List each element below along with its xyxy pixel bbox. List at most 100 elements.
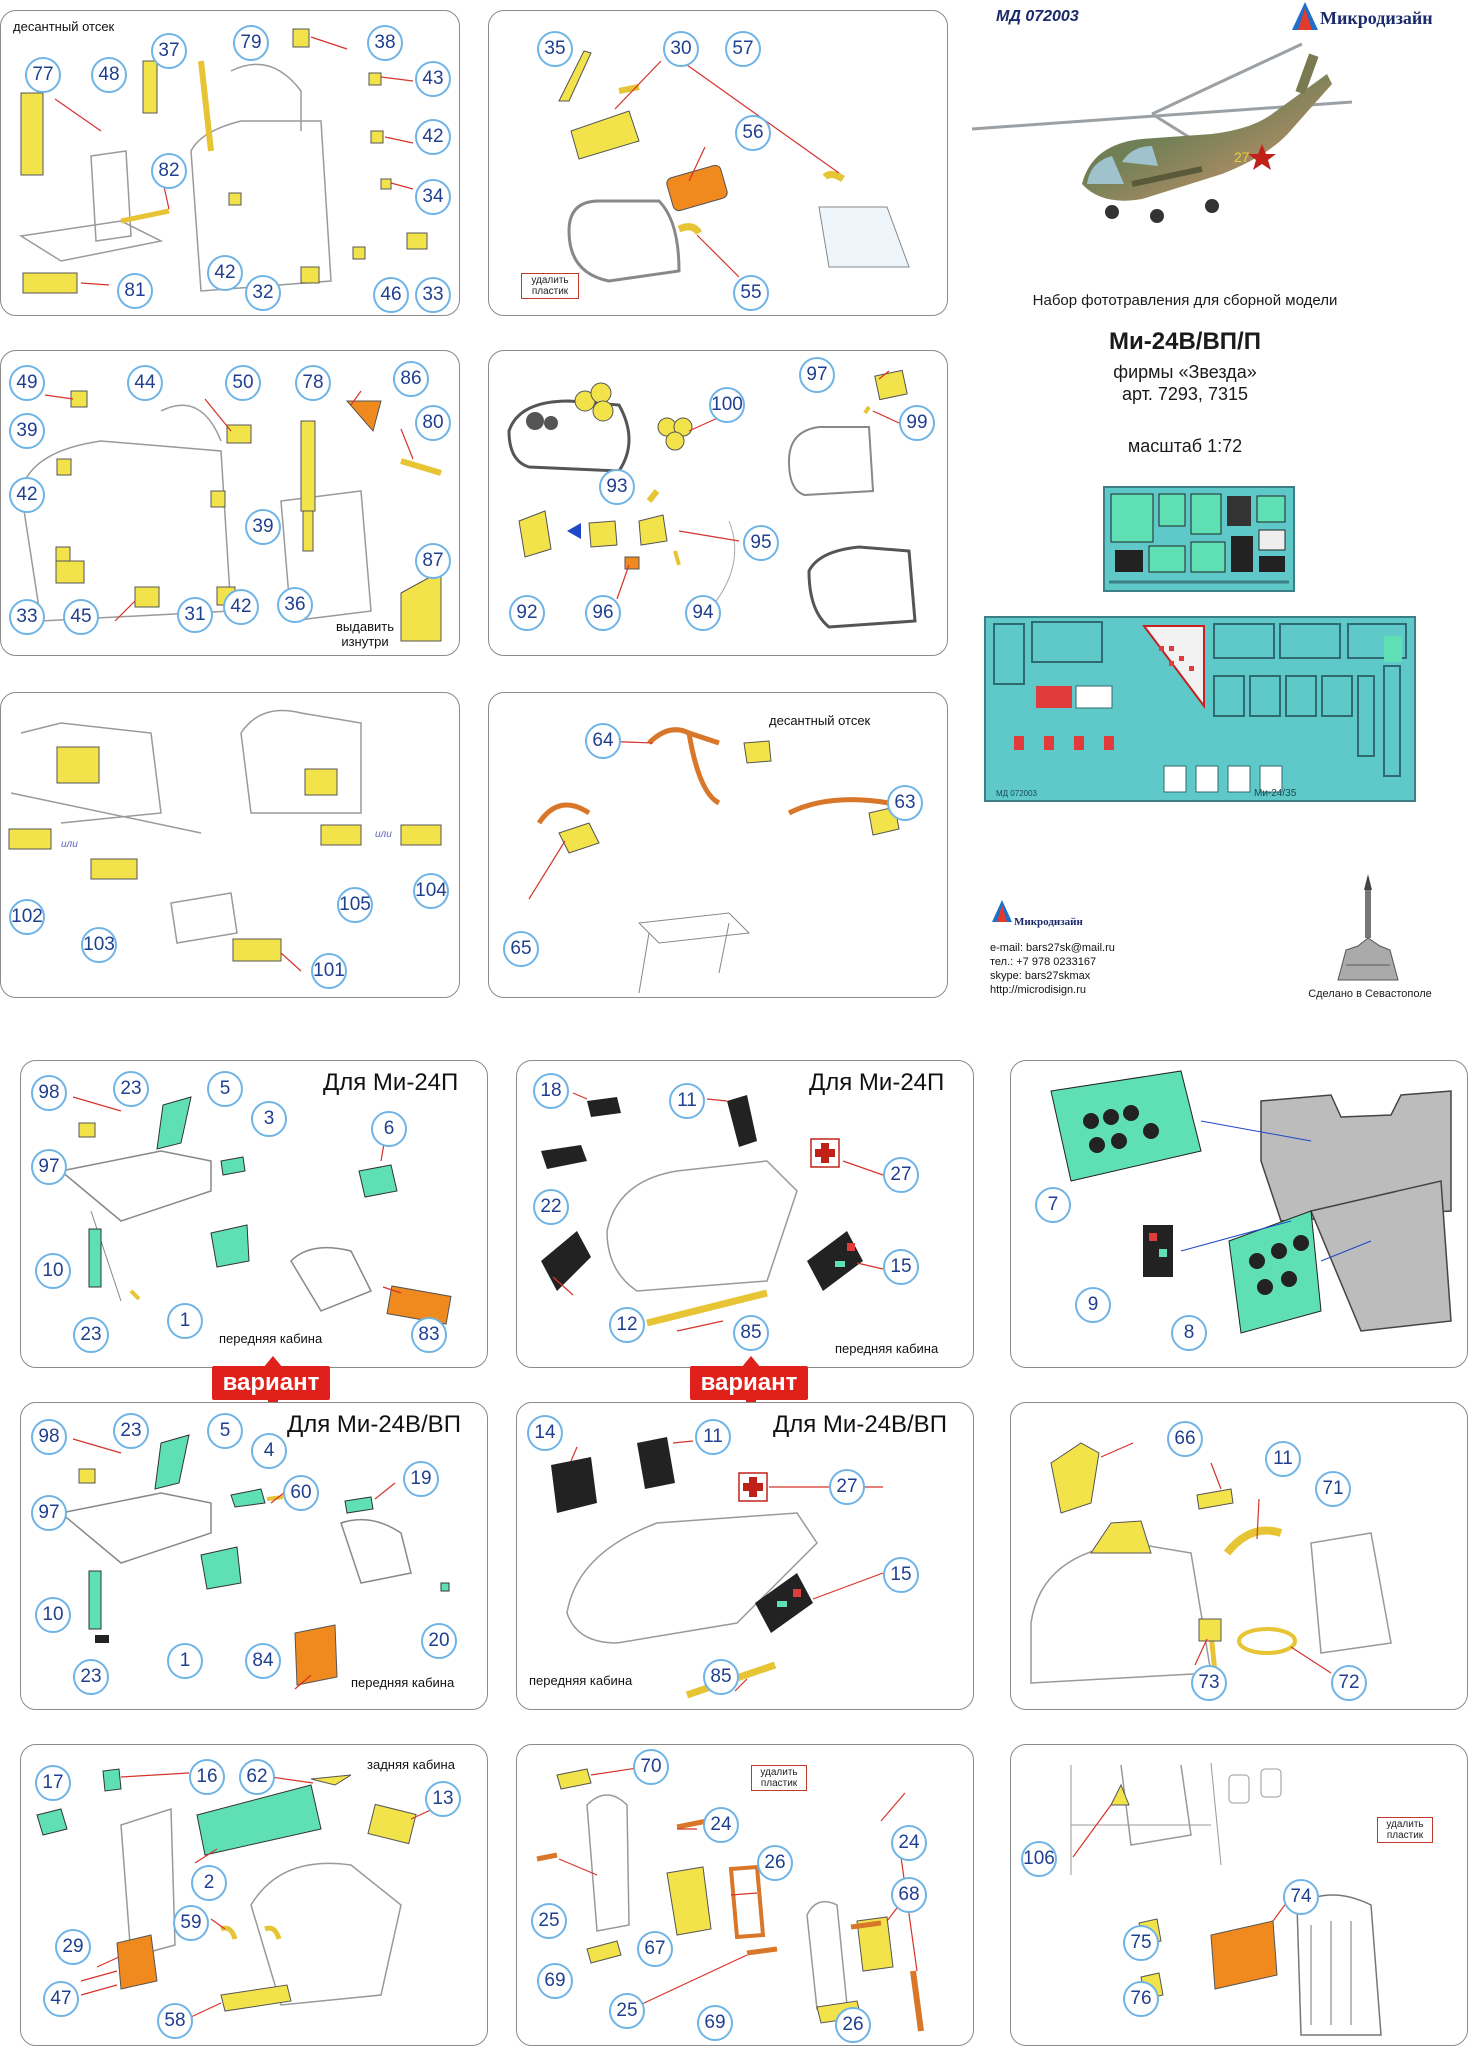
callout-23b: 23 bbox=[73, 1659, 109, 1695]
callout-62: 62 bbox=[239, 1759, 275, 1795]
sheet2-name-text: Ми-24/35 bbox=[1254, 788, 1297, 799]
callout-32: 32 bbox=[245, 275, 281, 311]
callout-65: 65 bbox=[503, 931, 539, 967]
callout-74: 74 bbox=[1283, 1879, 1319, 1915]
contacts-block: e-mail: bars27sk@mail.ru тел.: +7 978 02… bbox=[990, 941, 1115, 997]
panel-cabin-frames: 66 11 71 73 72 bbox=[1010, 1402, 1468, 1710]
callout-9: 9 bbox=[1075, 1287, 1111, 1323]
callout-30: 30 bbox=[663, 31, 699, 67]
callout-23b: 23 bbox=[73, 1317, 109, 1353]
callout-78: 78 bbox=[295, 365, 331, 401]
callout-11: 11 bbox=[1265, 1441, 1301, 1477]
panel-sights: 100 97 99 93 95 92 96 94 bbox=[488, 350, 948, 656]
panel-instrument-panels: 7 9 8 bbox=[1010, 1060, 1468, 1368]
callout-10: 10 bbox=[35, 1253, 71, 1289]
callout-31: 31 bbox=[177, 597, 213, 633]
kit-articles: арт. 7293, 7315 bbox=[1122, 384, 1248, 404]
panel-front-cabin-v: Для Ми-24В/ВП 98 23 5 4 60 19 97 10 1 84… bbox=[20, 1402, 488, 1710]
callout-27: 27 bbox=[829, 1469, 865, 1505]
callout-69b: 69 bbox=[697, 2005, 733, 2041]
contact-phone: тел.: +7 978 0233167 bbox=[990, 956, 1097, 968]
callout-23a: 23 bbox=[113, 1413, 149, 1449]
callout-39b: 39 bbox=[245, 509, 281, 545]
panel-troop-bay-2: 49 44 50 78 86 80 39 42 39 87 33 45 31 4… bbox=[0, 350, 460, 656]
callout-66: 66 bbox=[1167, 1421, 1203, 1457]
callout-73: 73 bbox=[1191, 1665, 1227, 1701]
callout-86: 86 bbox=[393, 361, 429, 397]
pe-sheet-large: МД 072003 Ми-24/35 bbox=[984, 616, 1416, 802]
callout-104: 104 bbox=[413, 873, 449, 909]
callout-15: 15 bbox=[883, 1249, 919, 1285]
callout-16: 16 bbox=[189, 1759, 225, 1795]
callout-69a: 69 bbox=[537, 1963, 573, 1999]
callout-96: 96 bbox=[585, 595, 621, 631]
callout-55: 55 bbox=[733, 275, 769, 311]
contact-email[interactable]: e-mail: bars27sk@mail.ru bbox=[990, 942, 1115, 954]
callout-50: 50 bbox=[225, 365, 261, 401]
callout-8: 8 bbox=[1171, 1315, 1207, 1351]
callout-13: 13 bbox=[425, 1781, 461, 1817]
callout-57: 57 bbox=[725, 31, 761, 67]
callout-1: 1 bbox=[167, 1643, 203, 1679]
brand-name: Микродизайн bbox=[1320, 8, 1433, 28]
panel-troop-bay-seats: десантный отсек 64 63 65 bbox=[488, 692, 948, 998]
panel-front-cabin-p: Для Ми-24П 98 23 5 3 6 97 10 1 23 83 пер… bbox=[20, 1060, 488, 1368]
callout-100: 100 bbox=[709, 387, 745, 423]
callout-33: 33 bbox=[9, 599, 45, 635]
pe-sheet-small bbox=[1103, 486, 1295, 592]
callout-10: 10 bbox=[35, 1597, 71, 1633]
callout-3: 3 bbox=[251, 1101, 287, 1137]
callout-81: 81 bbox=[117, 273, 153, 309]
troop-bay-label: десантный отсек bbox=[13, 19, 115, 34]
front-cabin-label-1: передняя кабина bbox=[219, 1331, 323, 1346]
rear-cabin-label: задняя кабина bbox=[367, 1757, 455, 1772]
contact-web[interactable]: http://microdisign.ru bbox=[990, 984, 1086, 996]
panel-rear-cabin: задняя кабина 17 16 62 13 2 29 59 47 58 bbox=[20, 1744, 488, 2046]
callout-60: 60 bbox=[283, 1475, 319, 1511]
panel-rear-door: удалить пластик 106 74 75 76 bbox=[1010, 1744, 1468, 2046]
remove-plastic-note-2: удалить пластик bbox=[751, 1765, 807, 1791]
panel-canopy-1: 35 30 57 56 55 удалить пластик bbox=[488, 10, 948, 316]
brand-logo-icon bbox=[1292, 2, 1318, 30]
front-cabin-label-2: передняя кабина bbox=[835, 1341, 939, 1356]
callout-5: 5 bbox=[207, 1071, 243, 1107]
callout-84: 84 bbox=[245, 1643, 281, 1679]
panel-troop-bay-1: десантный отсек 77 48 37 79 38 43 82 42 … bbox=[0, 10, 460, 316]
callout-43: 43 bbox=[415, 61, 451, 97]
callout-95: 95 bbox=[743, 525, 779, 561]
callout-92: 92 bbox=[509, 595, 545, 631]
callout-25a: 25 bbox=[531, 1903, 567, 1939]
troop-bay-label-2: десантный отсек bbox=[769, 713, 871, 728]
callout-38: 38 bbox=[367, 25, 403, 61]
callout-98: 98 bbox=[31, 1419, 67, 1455]
callout-12: 12 bbox=[609, 1307, 645, 1343]
panel-front-cabin-v-2: Для Ми-24В/ВП 14 11 27 15 85 передняя ка… bbox=[516, 1402, 974, 1710]
callout-19: 19 bbox=[403, 1461, 439, 1497]
callout-14: 14 bbox=[527, 1415, 563, 1451]
callout-97: 97 bbox=[31, 1495, 67, 1531]
kit-code: МД 072003 bbox=[996, 8, 1079, 25]
contacts-brand: Микродизайн bbox=[1014, 916, 1083, 928]
kit-model: Ми-24В/ВП/П bbox=[1109, 328, 1261, 355]
remove-plastic-note-3: удалить пластик bbox=[1377, 1817, 1433, 1843]
panel-doors: или или 102 103 105 104 101 bbox=[0, 692, 460, 998]
callout-35: 35 bbox=[537, 31, 573, 67]
push-inside-label: выдавить изнутри bbox=[336, 619, 394, 649]
title-for-mi24p-2: Для Ми-24П bbox=[809, 1069, 945, 1096]
callout-11: 11 bbox=[695, 1419, 731, 1455]
callout-82: 82 bbox=[151, 153, 187, 189]
callout-17: 17 bbox=[35, 1765, 71, 1801]
title-for-mi24p: Для Ми-24П bbox=[323, 1069, 459, 1096]
callout-48: 48 bbox=[91, 57, 127, 93]
sheet2-code-text: МД 072003 bbox=[996, 789, 1038, 798]
title-for-mi24v: Для Ми-24В/ВП bbox=[287, 1411, 461, 1438]
callout-4: 4 bbox=[251, 1433, 287, 1469]
svg-text:27: 27 bbox=[1234, 149, 1250, 165]
callout-1: 1 bbox=[167, 1303, 203, 1339]
callout-97: 97 bbox=[31, 1149, 67, 1185]
callout-46: 46 bbox=[373, 277, 409, 313]
helicopter-photo: 27 bbox=[971, 34, 1362, 254]
callout-98: 98 bbox=[31, 1075, 67, 1111]
callout-36: 36 bbox=[277, 587, 313, 623]
callout-42b: 42 bbox=[223, 589, 259, 625]
